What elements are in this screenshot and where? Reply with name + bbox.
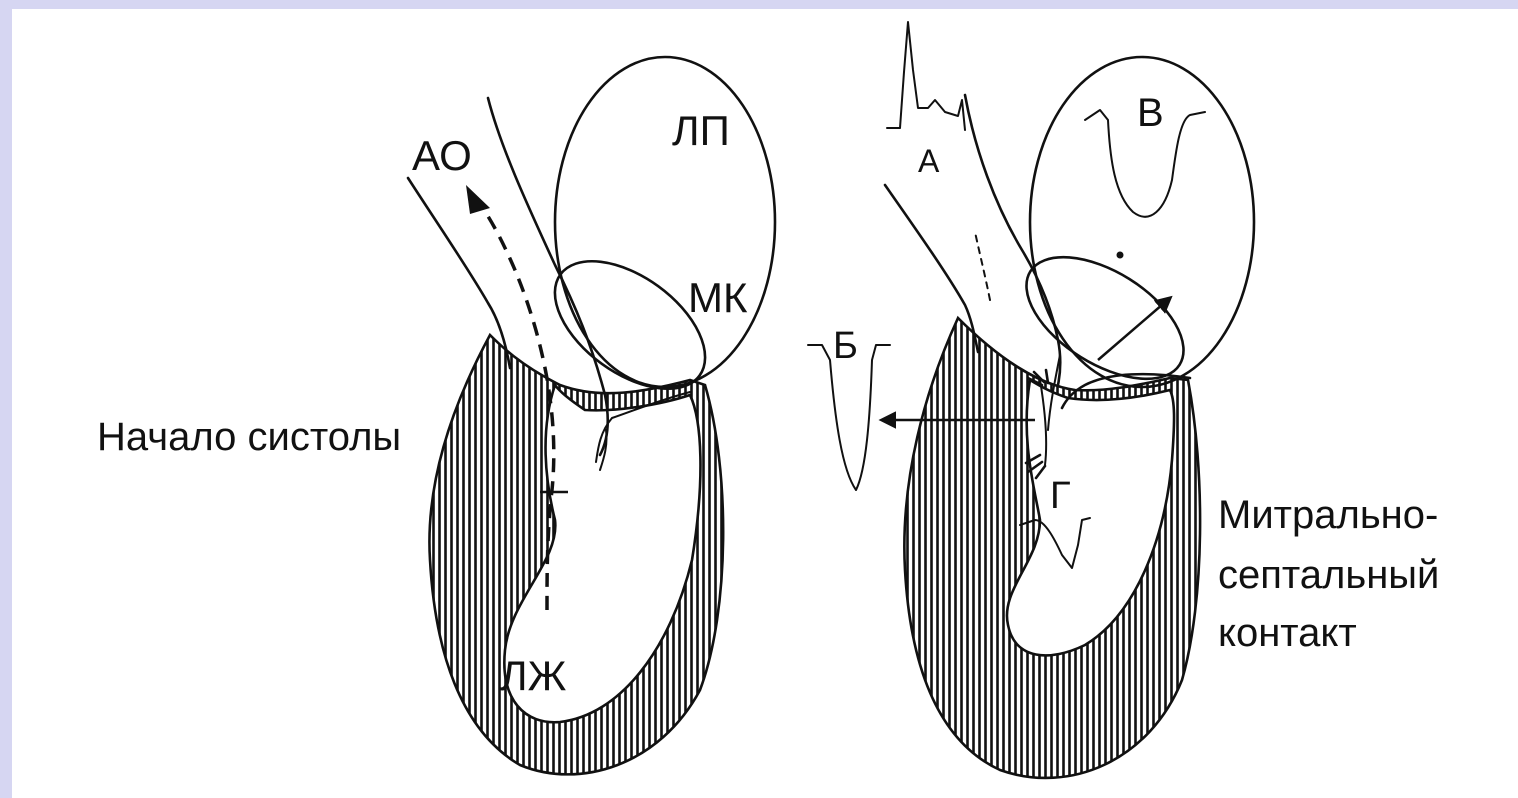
caption-line-2: септальный	[1218, 553, 1439, 597]
heart-diagram: АО ЛП МК ЛЖ Начало систолы	[12, 9, 1518, 798]
label-g: Г	[1050, 475, 1071, 517]
caption-line-3: контакт	[1218, 611, 1357, 655]
regurgitation-arrow	[1098, 298, 1170, 360]
left-atrium-label: ЛП	[672, 107, 730, 154]
mitral-septal-caption: Митрально- септальный контакт	[1218, 493, 1451, 655]
aorta-label: АО	[412, 132, 472, 179]
label-v: В	[1137, 91, 1164, 135]
flow-arrowhead	[466, 185, 490, 214]
left-myocardium	[429, 335, 723, 774]
mitral-valve-label: МК	[688, 274, 748, 321]
left-atrium	[555, 57, 775, 387]
label-a: А	[918, 143, 940, 179]
atrial-dot	[1117, 252, 1124, 259]
waveform-a	[887, 22, 965, 130]
left-ventricle-label: ЛЖ	[500, 652, 567, 699]
right-heart	[808, 22, 1254, 778]
right-chordae	[1040, 355, 1060, 465]
caption-line-1: Митрально-	[1218, 493, 1438, 537]
label-b: Б	[833, 325, 858, 367]
outflow-jet	[975, 232, 990, 300]
systole-start-caption: Начало систолы	[97, 415, 401, 459]
slide: АО ЛП МК ЛЖ Начало систолы	[12, 9, 1518, 798]
